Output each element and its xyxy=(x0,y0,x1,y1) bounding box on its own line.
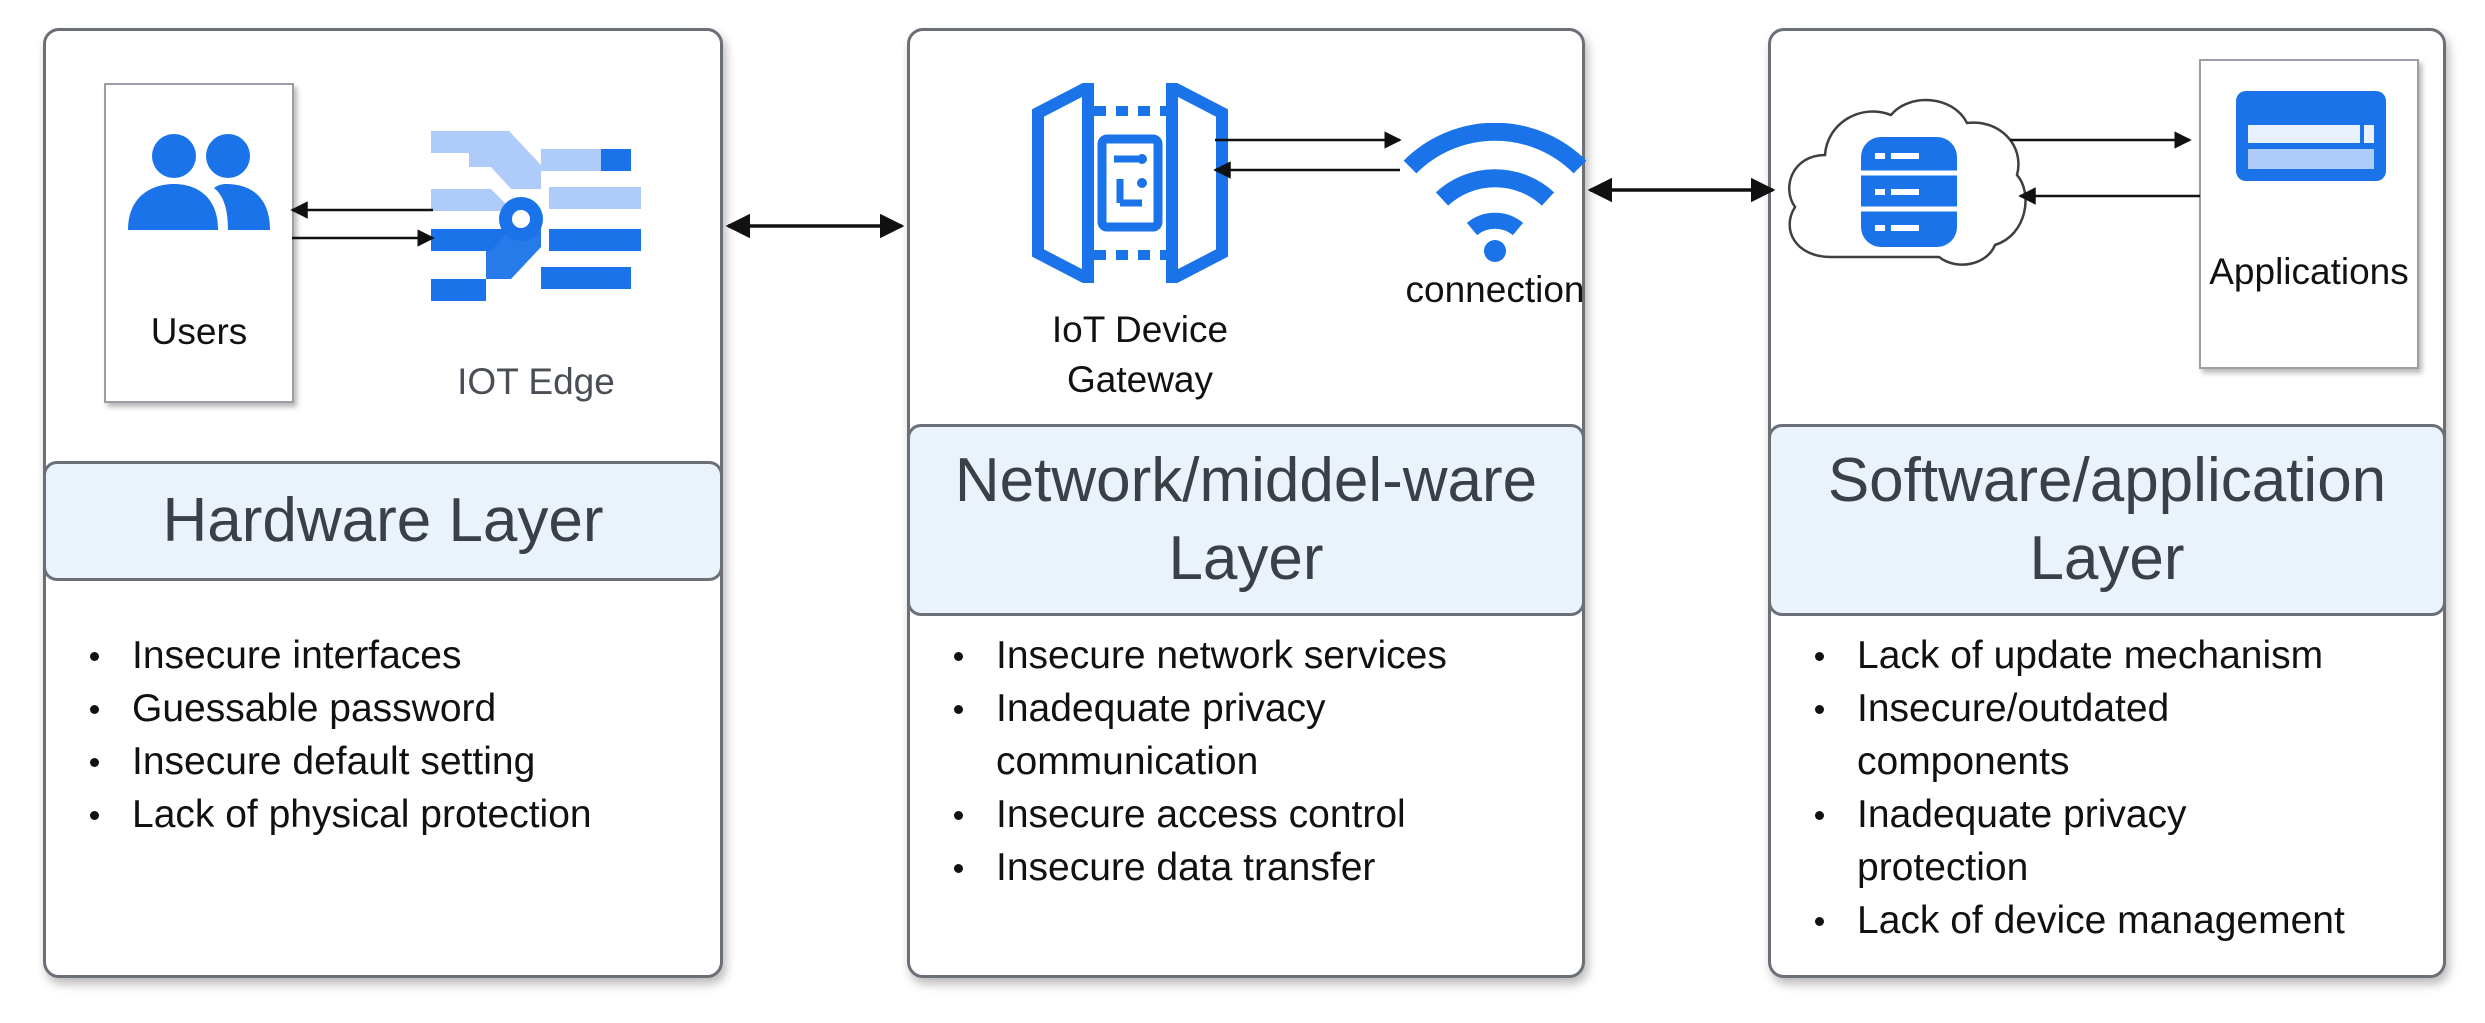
network-issue-item: Insecure data transfer xyxy=(940,841,1560,894)
database-cloud-icon xyxy=(1788,98,2027,266)
connection-label: connection xyxy=(1405,269,1585,310)
software-issue-item: Inadequate privacy protection xyxy=(1801,788,2277,894)
application-window-icon xyxy=(2236,91,2386,181)
software-issues-list: Lack of update mechanism Insecure/outdat… xyxy=(1801,629,2431,947)
network-layer-title-line1: Network/middel-ware xyxy=(954,446,1538,515)
hardware-layer-title: Hardware Layer xyxy=(43,461,723,581)
hardware-layer-title-text: Hardware Layer xyxy=(162,486,604,555)
hardware-issue-item: Guessable password xyxy=(76,682,696,735)
users-icon xyxy=(128,134,270,230)
network-issue-item: Inadequate privacy communication xyxy=(940,682,1436,788)
network-layer-title-line2: Layer xyxy=(1168,524,1324,593)
software-issue-item: Lack of update mechanism xyxy=(1801,629,2431,682)
network-layer-title: Network/middel-ware Layer xyxy=(907,424,1585,616)
hardware-layer-panel: Users IOT Edge Hardware Layer Insecure i… xyxy=(43,28,723,978)
hardware-issue-item: Lack of physical protection xyxy=(76,788,696,841)
hardware-issue-item: Insecure default setting xyxy=(76,735,696,788)
hardware-issues-list: Insecure interfaces Guessable password I… xyxy=(76,629,696,841)
gateway-label-line1: IoT Device xyxy=(1051,309,1229,350)
software-issue-item: Lack of device management xyxy=(1801,894,2431,947)
applications-label: Applications xyxy=(2209,251,2409,292)
users-label: Users xyxy=(150,311,248,352)
network-issue-item: Insecure access control xyxy=(940,788,1560,841)
software-layer-panel: Applications Software/application Layer … xyxy=(1768,28,2446,978)
users-card xyxy=(104,83,294,403)
software-issue-item: Insecure/outdated components xyxy=(1801,682,2257,788)
software-layer-title-line1: Software/application xyxy=(1827,446,2387,515)
gateway-label-line2: Gateway xyxy=(1066,359,1213,400)
software-layer-title: Software/application Layer xyxy=(1768,424,2446,616)
wifi-icon xyxy=(1403,123,1587,262)
hardware-issue-item: Insecure interfaces xyxy=(76,629,696,682)
iot-gateway-icon xyxy=(1032,83,1228,283)
network-issue-item: Insecure network services xyxy=(940,629,1560,682)
network-layer-panel: IoT Device Gateway connection Network/mi… xyxy=(907,28,1587,978)
iot-edge-label: IOT Edge xyxy=(457,361,615,402)
network-issues-list: Insecure network services Inadequate pri… xyxy=(940,629,1560,894)
iot-edge-icon xyxy=(431,131,641,301)
software-layer-title-line2: Layer xyxy=(2029,524,2185,593)
